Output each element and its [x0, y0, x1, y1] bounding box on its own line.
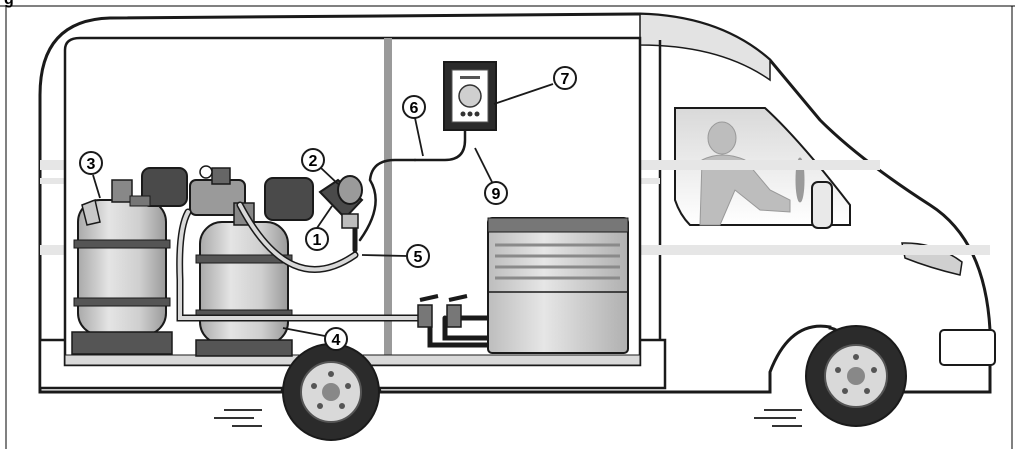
callout-9-label: 9: [492, 186, 501, 203]
front-bumper: [940, 330, 995, 365]
callout-7-label: 7: [561, 71, 570, 88]
callout-5-label: 5: [414, 249, 423, 266]
gas-cylinder-right: [196, 203, 292, 356]
heater-unit: [488, 218, 628, 353]
callout-6: 6: [403, 96, 425, 118]
callout-2: 2: [302, 149, 324, 171]
side-mirror: [812, 182, 832, 228]
callout-4-label: 4: [332, 332, 341, 349]
callout-1: 1: [306, 228, 328, 250]
front-wheel: [806, 326, 906, 426]
callout-5: 5: [407, 245, 429, 267]
callout-1-label: 1: [313, 232, 322, 249]
callout-3: 3: [80, 152, 102, 174]
callout-4: 4: [325, 328, 347, 350]
callout-6-label: 6: [410, 100, 419, 117]
callout-9: 9: [485, 182, 507, 204]
callout-3-label: 3: [87, 156, 96, 173]
control-panel: [444, 62, 496, 130]
callout-7: 7: [554, 67, 576, 89]
callout-2-label: 2: [309, 153, 318, 170]
rear-wheel: [283, 344, 379, 440]
regulator-right: [265, 178, 313, 220]
